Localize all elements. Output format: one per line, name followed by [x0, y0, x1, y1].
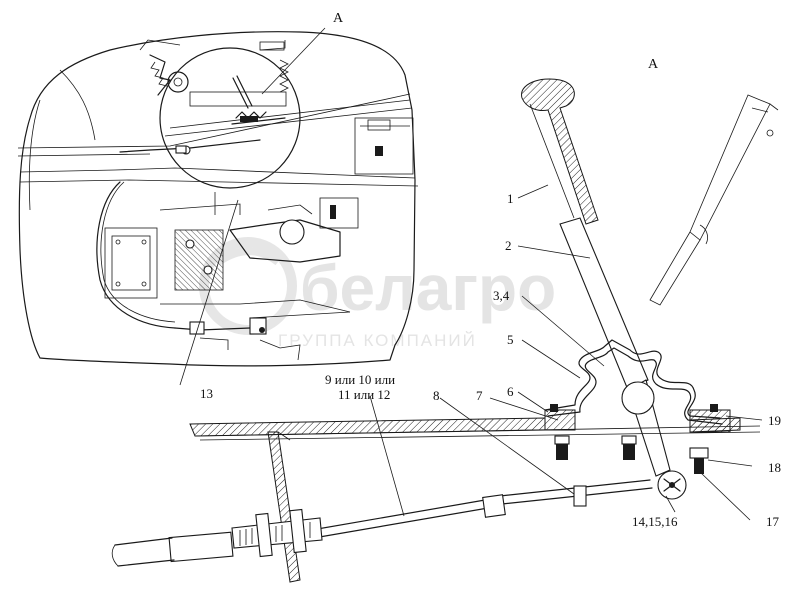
callout-9-12-line1: 9 или 10 или [325, 372, 395, 387]
callout-14-15-16: 14,15,16 [632, 514, 678, 529]
callout-5: 5 [507, 332, 514, 347]
callout-2: 2 [505, 238, 512, 253]
callout-1: 1 [507, 191, 514, 206]
callout-6: 6 [507, 384, 514, 399]
callout-19: 19 [768, 413, 781, 428]
callout-3-4: 3,4 [493, 288, 510, 303]
cab-overview [17, 27, 419, 386]
callout-7: 7 [476, 388, 483, 403]
callout-9-12-line2: 11 или 12 [338, 387, 390, 402]
callout-8: 8 [433, 388, 440, 403]
view-label-detail: A [648, 57, 659, 72]
callout-13: 13 [200, 386, 213, 401]
callout-18: 18 [768, 460, 781, 475]
view-label-top: A [333, 11, 344, 26]
callout-17: 17 [766, 514, 780, 529]
watermark-brand: белагро [300, 252, 556, 324]
gear-lever-assembly [111, 78, 779, 583]
watermark-tagline: ГРУППА КОМПАНИЙ [278, 331, 477, 350]
watermark: белагро ГРУППА КОМПАНИЙ [199, 237, 556, 350]
